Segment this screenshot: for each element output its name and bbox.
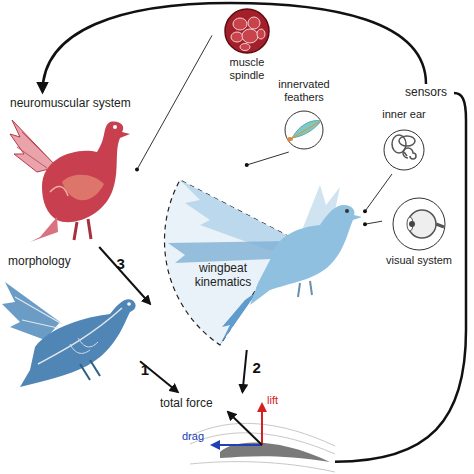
force-label: lift <box>267 394 278 406</box>
muscle-bird-illustration <box>2 92 137 247</box>
node-label: sensors <box>398 85 454 99</box>
leader-line <box>247 152 289 165</box>
node-label: wingbeat kinematics <box>190 261 256 289</box>
sensor-circle: inner ear <box>374 108 434 174</box>
node-label: inner ear <box>374 108 434 121</box>
leader-line <box>137 35 212 169</box>
sensor-circle: innervated feathers <box>266 78 342 152</box>
callout-number: 3 <box>116 255 124 272</box>
flapping-bird-illustration <box>150 165 365 350</box>
node-label: visual system <box>382 254 456 267</box>
neuromuscular-node: neuromuscular system <box>2 92 137 247</box>
force-label: drag <box>182 430 204 442</box>
morphology-node: morphology <box>0 252 140 392</box>
node-label: muscle spindle <box>222 56 272 82</box>
kinematics-node: wingbeat kinematics <box>150 165 365 350</box>
eye-icon <box>382 196 456 280</box>
flow-arrow <box>335 93 466 462</box>
leader-line <box>365 174 392 211</box>
leader-line <box>365 221 382 224</box>
leader-dot <box>245 163 249 167</box>
sensor-circle: muscle spindle <box>212 6 282 90</box>
force-node: total force <box>150 392 335 474</box>
leader-dot <box>363 209 367 213</box>
node-label: innervated feathers <box>266 78 342 104</box>
leader-dot <box>135 168 139 172</box>
skeleton-bird-illustration <box>0 252 140 392</box>
flow-arrow <box>243 350 247 392</box>
callout-number: 1 <box>141 360 149 377</box>
callout-number: 2 <box>252 359 260 376</box>
node-label: neuromuscular system <box>10 96 140 110</box>
leader-dot <box>363 222 367 226</box>
sensor-circle: visual system <box>382 196 456 280</box>
flow-arrow <box>43 3 427 92</box>
sensors-node: sensors <box>398 84 454 102</box>
node-label: total force <box>160 396 250 410</box>
flow-arrow <box>99 247 150 304</box>
